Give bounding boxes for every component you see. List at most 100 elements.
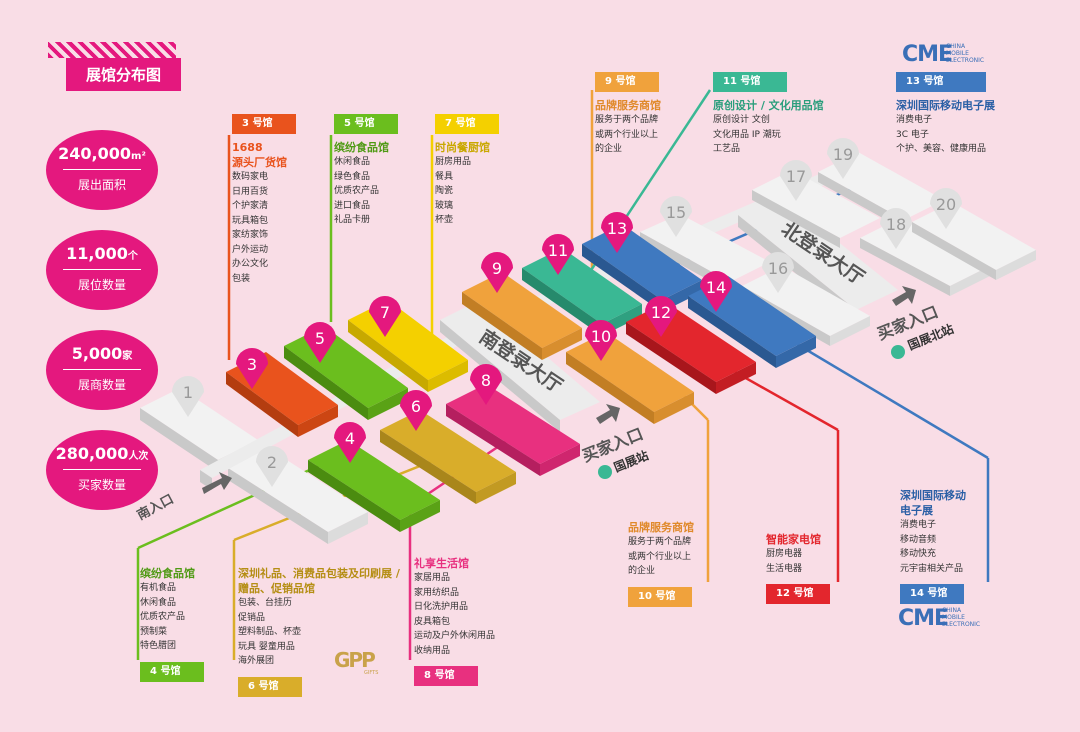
panel-hall-11: 11 号馆 原创设计 / 文化用品馆 原创设计 文创 文化用品 IP 潮玩 工艺… [713,72,878,157]
hall-6-title-1: 深圳礼品、消费品包装及印刷展 / [238,567,400,580]
south-entry-arrow [202,472,232,494]
list-item: 玩具箱包 [232,215,269,226]
stat-booths: 11,000个 展位数量 [46,230,158,310]
list-item: 包装、台挂历 [238,598,293,608]
cme-logo-text: CME [898,606,949,631]
pin-marker-icon [585,320,617,361]
list-item: 玻璃 [435,200,454,211]
list-item: 日用百货 [232,186,269,197]
hall-6-tag: 6 号馆 [238,676,302,697]
buyer-entry-arrow-1 [596,404,620,424]
list-item: 服务于两个品牌 [628,537,692,547]
hall-7-tag: 7 号馆 [435,114,499,134]
cme-logo-text: CME [902,42,953,67]
hall-pin-12: 12 [645,296,677,337]
pin-marker-icon [930,188,962,229]
hall-10-tag: 10 号馆 [628,586,692,607]
cme-logo-line: MOBILE [942,614,965,621]
cme-logo-line: MOBILE [946,50,969,57]
hall-11-title: 原创设计 / 文化用品馆 [713,99,824,112]
list-item: 餐具 [435,171,454,182]
cme-logo-line: CHINA [946,43,966,50]
hall-pin-13: 13 [601,212,633,253]
panel-hall-12: 智能家电馆 厨房电器 生活电器 12 号馆 [766,532,838,604]
hall-pin-14: 14 [700,271,732,312]
stat-exhibitors-label: 展商数量 [77,378,126,392]
stat-buyers: 280,000人次 买家数量 [46,430,158,510]
stat-exhibitors-value: 5,000 [71,344,123,363]
list-item: 消费电子 [896,115,933,125]
panel-hall-10: 品牌服务商馆 服务于两个品牌 或两个行业以上 的企业 10 号馆 [628,520,708,607]
gpp-logo: GPP GIFTS [334,648,388,686]
panel-hall-3: 3 号馆 1688 源头厂货馆 数码家电 日用百货 个护家清 玩具箱包 家纺家饰… [232,114,328,286]
hall-4-title: 缤纷食品馆 [140,567,195,580]
stat-exhibitors: 5,000家 展商数量 [46,330,158,410]
pin-marker-icon [369,296,401,337]
list-item: 皮具箱包 [414,616,451,627]
panel-hall-13: 13 号馆 深圳国际移动电子展 消费电子 3C 电子 个护、美容、健康用品 [896,72,1056,157]
gpp-logo-text: GPP [334,648,376,672]
list-item: 塑料制品、杯壶 [238,627,302,637]
hall-14-title-2: 电子展 [900,504,933,517]
list-item: 杯壶 [435,215,454,225]
hall-number: 4 [345,429,355,448]
hall-pin-17: 17 [780,160,812,201]
hall-pin-2: 2 [256,446,288,487]
list-item: 家纺家饰 [232,230,269,240]
pin-marker-icon [827,138,859,179]
gpp-logo-sub: GIFTS [364,670,379,676]
cme-logo-line: ELECTRONIC [942,621,981,628]
hall-3-title-2: 源头厂货馆 [232,156,287,169]
panel-hall-6: 深圳礼品、消费品包装及印刷展 / 赠品、促销品馆 包装、台挂历 促销品 塑料制品… [238,566,408,697]
list-item: 绿色食品 [334,171,371,182]
page-title: 展馆分布图 [66,58,182,91]
metro-icon-2 [891,345,905,359]
hall-11-tag: 11 号馆 [713,72,787,92]
hall-pin-8: 8 [470,364,502,405]
title-block: 展馆分布图 [48,42,188,91]
list-item: 户外运动 [232,244,269,255]
hall-13-title: 深圳国际移动电子展 [896,99,995,112]
pin-marker-icon [762,252,794,293]
stat-booths-label: 展位数量 [77,278,126,292]
hall-8-title: 礼享生活馆 [414,557,469,570]
panel-hall-5: 5 号馆 缤纷食品馆 休闲食品 绿色食品 优质农产品 进口食品 礼品卡册 [334,114,428,228]
list-item: 移动音频 [900,534,937,545]
hall-pin-1: 1 [172,376,204,417]
hall-number: 5 [315,329,325,348]
hall-pin-9: 9 [481,252,513,293]
panel-hall-7: 7 号馆 时尚餐厨馆 厨房用品 餐具 陶瓷 玻璃 杯壶 [435,114,525,228]
hall-5-title: 缤纷食品馆 [334,141,389,154]
hall-pin-10: 10 [585,320,617,361]
entry-arrows [202,286,916,494]
list-item: 数码家电 [232,172,269,182]
list-item: 日化洗护用品 [414,602,469,612]
pin-marker-icon [400,390,432,431]
cme-logo-line: CHINA [942,607,962,614]
hall-number: 3 [247,355,257,374]
hall-5-tag: 5 号馆 [334,114,398,134]
list-item: 促销品 [238,612,266,623]
pin-marker-icon [660,196,692,237]
list-item: 礼品卡册 [334,215,371,225]
hall-number: 7 [380,303,390,322]
stat-buyers-unit: 人次 [128,451,149,462]
list-item: 厨房电器 [766,549,803,559]
hall-14-tag: 14 号馆 [900,584,964,604]
list-item: 休闲食品 [140,597,177,608]
stat-area-value: 240,000 [58,144,132,163]
pin-marker-icon [780,160,812,201]
list-item: 海外展团 [238,656,275,666]
list-item: 预制菜 [140,626,168,637]
pin-marker-icon [700,271,732,312]
hall-number: 8 [481,371,491,390]
list-item: 生活电器 [766,563,803,574]
list-item: 进口食品 [334,200,371,211]
stat-area-label: 展出面积 [77,178,126,192]
list-item: 原创设计 文创 [713,115,770,125]
hall-8-tag: 8 号馆 [414,666,478,686]
list-item: 休闲食品 [334,157,371,167]
hall-4-tag: 4 号馆 [140,661,204,682]
hall-13-tag: 13 号馆 [896,72,986,92]
stat-exhibitors-unit: 家 [122,351,133,362]
